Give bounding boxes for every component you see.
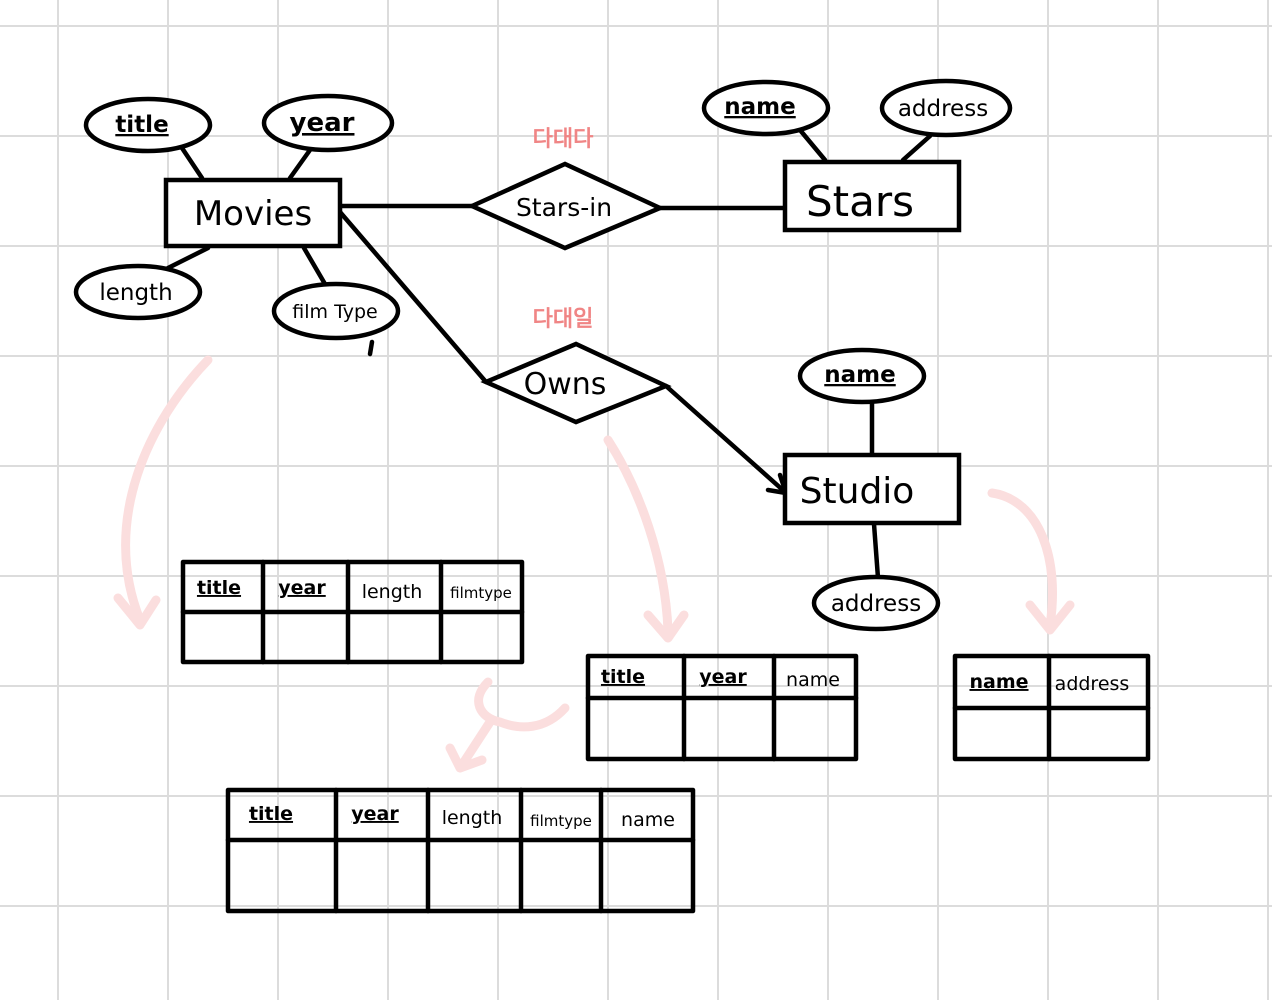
table-owns-col-year: year <box>699 666 747 688</box>
arrow-owns-to-table <box>603 435 673 635</box>
relationship-owns-label: Owns <box>524 367 607 402</box>
table-movies-col-length: length <box>362 581 423 603</box>
table-studio: name address <box>952 653 1151 762</box>
transform-arrows <box>113 355 1075 773</box>
entity-movies[interactable]: Movies <box>163 177 343 249</box>
attr-studio-name-label: name <box>824 362 895 388</box>
arrow-owns-to-table-head <box>643 610 689 643</box>
table-owns-col-name: name <box>786 669 840 691</box>
arrow-movies-to-table <box>121 355 213 625</box>
note-stars-in-cardinality: 다대다 <box>533 127 594 152</box>
attr-movies-film-type[interactable]: film Type <box>271 281 401 341</box>
attr-stars-address[interactable]: address <box>879 78 1013 138</box>
note-owns-cardinality: 다대일 <box>533 307 594 332</box>
table-merged: title year length filmtype name <box>225 787 696 914</box>
table-movies-col-title: title <box>197 577 241 599</box>
attr-studio-address[interactable]: address <box>811 574 941 632</box>
entity-studio[interactable]: Studio <box>782 452 962 526</box>
table-studio-col-address: address <box>1055 673 1130 695</box>
table-movies-col-year: year <box>278 577 326 599</box>
relationship-owns[interactable]: Owns <box>480 341 672 425</box>
attr-movies-film-type-label: film Type <box>292 301 377 323</box>
attr-movies-length[interactable]: length <box>73 263 203 321</box>
entity-movies-label: Movies <box>194 194 312 234</box>
attr-movies-title[interactable]: title <box>83 96 213 154</box>
table-merged-col-length: length <box>442 807 503 829</box>
relationship-stars-in-label: Stars-in <box>516 193 612 222</box>
arrow-movies-to-table-head <box>113 593 161 630</box>
relationship-stars-in[interactable]: Stars-in <box>466 161 666 251</box>
table-movies: title year length filmtype <box>180 559 525 665</box>
arrow-merge-down <box>457 717 495 770</box>
entity-stars[interactable]: Stars <box>782 159 962 233</box>
table-merged-col-filmtype: filmtype <box>530 812 592 830</box>
arrow-studio-to-table <box>987 488 1057 630</box>
entity-stars-label: Stars <box>806 177 914 226</box>
arrow-studio-to-table-head <box>1025 600 1075 635</box>
attr-movies-year-label: year <box>290 108 355 138</box>
attr-stars-name-label: name <box>724 94 795 120</box>
table-owns: title year name <box>585 653 859 762</box>
attr-stars-address-label: address <box>898 96 988 122</box>
table-merged-col-name: name <box>621 809 675 831</box>
table-movies-col-filmtype: filmtype <box>450 584 512 602</box>
attr-movies-length-label: length <box>99 280 172 306</box>
entity-studio-label: Studio <box>800 471 915 512</box>
table-owns-col-title: title <box>601 666 645 688</box>
table-merged-col-title: title <box>249 803 293 825</box>
attr-studio-name[interactable]: name <box>797 347 927 405</box>
table-studio-col-name: name <box>969 671 1028 693</box>
attr-stars-name[interactable]: name <box>701 79 831 137</box>
arrow-merge-head <box>445 743 487 773</box>
arrow-merge <box>474 677 570 732</box>
table-merged-col-year: year <box>351 803 399 825</box>
attr-movies-title-label: title <box>115 112 168 138</box>
attr-movies-year[interactable]: year <box>261 93 395 153</box>
attr-studio-address-label: address <box>831 591 921 617</box>
